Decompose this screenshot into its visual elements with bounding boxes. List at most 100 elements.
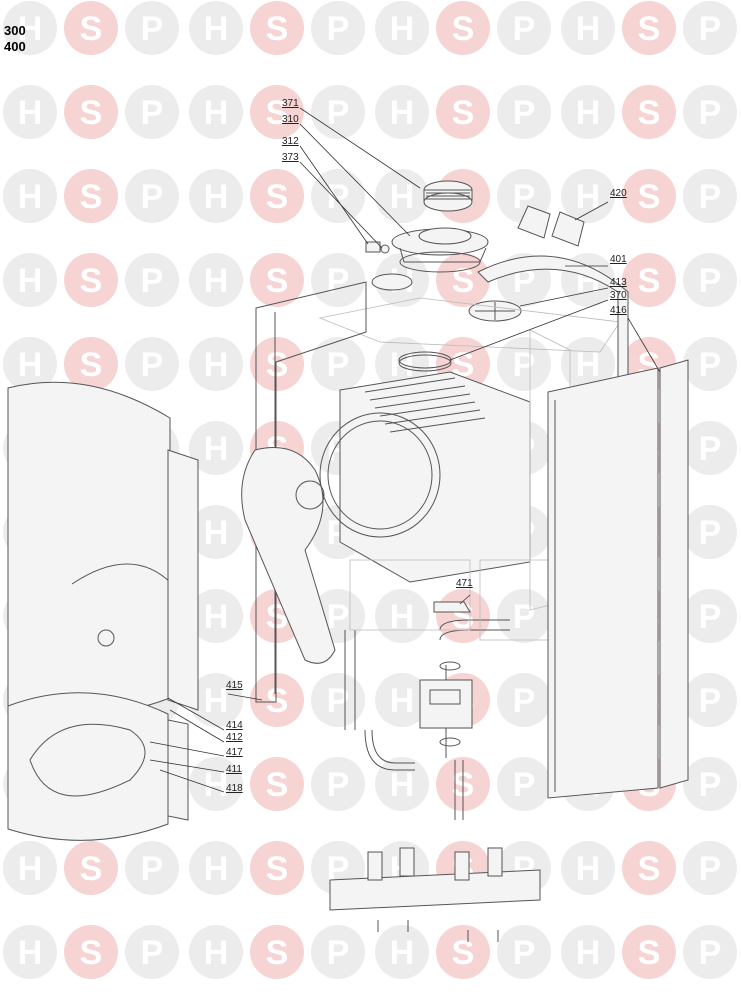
callout-417: 417 <box>226 747 243 758</box>
heat-exchanger <box>319 329 571 611</box>
watermark-letter: S <box>638 850 661 888</box>
watermark-letter: S <box>266 94 289 132</box>
watermark-circle <box>622 253 676 307</box>
watermark-letter: S <box>80 94 103 132</box>
fan-housing <box>241 447 336 664</box>
watermark-circle <box>561 85 615 139</box>
watermark-letter: S <box>638 262 661 300</box>
manifold-plate <box>329 847 541 942</box>
watermark-letter: H <box>18 94 43 132</box>
watermark-letter: S <box>80 346 103 384</box>
watermark-letter: S <box>638 94 661 132</box>
lower-cover <box>7 692 189 841</box>
watermark-circle <box>189 1 243 55</box>
callout-373: 373 <box>282 152 299 163</box>
watermark-letter: P <box>699 10 722 48</box>
leader-lines <box>149 107 661 793</box>
watermark-letter: P <box>327 598 350 636</box>
watermark-circle <box>250 841 304 895</box>
watermark-letter: P <box>513 934 536 972</box>
watermark-letter: P <box>513 10 536 48</box>
watermark-letter: S <box>80 934 103 972</box>
watermark-circle <box>683 925 737 979</box>
watermark-letter: S <box>638 10 661 48</box>
watermark-circle <box>683 421 737 475</box>
watermark-letter: H <box>18 346 43 384</box>
watermark-circle <box>125 337 179 391</box>
watermark-circle <box>436 85 490 139</box>
watermark-circle <box>622 169 676 223</box>
watermark-letter: S <box>80 850 103 888</box>
watermark-letter: S <box>266 850 289 888</box>
watermark-circle <box>250 673 304 727</box>
watermark-circle <box>311 169 365 223</box>
watermark-circle <box>622 841 676 895</box>
callout-413: 413 <box>610 277 627 288</box>
watermark-letter: H <box>576 850 601 888</box>
watermark-letter: P <box>141 346 164 384</box>
watermark-letter: P <box>699 766 722 804</box>
watermark-circle <box>311 925 365 979</box>
watermark-letter: H <box>390 10 415 48</box>
watermark-letter: S <box>452 262 475 300</box>
connector-471 <box>433 601 471 613</box>
watermark-circle <box>375 85 429 139</box>
watermark-circle <box>436 1 490 55</box>
callout-371: 371 <box>282 98 299 109</box>
callout-310: 310 <box>282 114 299 125</box>
callout-471: 471 <box>456 578 473 589</box>
bracket-420 <box>517 205 585 247</box>
watermark-letter: P <box>699 598 722 636</box>
watermark-letter: P <box>513 766 536 804</box>
watermark-circle <box>497 85 551 139</box>
watermark-circle <box>497 757 551 811</box>
watermark-circle <box>683 337 737 391</box>
watermark-circle <box>189 169 243 223</box>
watermark-letter: P <box>141 10 164 48</box>
watermark-letter: H <box>204 934 229 972</box>
watermark-letter: H <box>576 10 601 48</box>
watermark-circle <box>64 925 118 979</box>
watermark-circle <box>622 1 676 55</box>
pipework <box>344 559 551 820</box>
watermark-letter: P <box>327 94 350 132</box>
watermark-circle <box>311 85 365 139</box>
callout-312: 312 <box>282 136 299 147</box>
watermark-circle <box>497 337 551 391</box>
watermark-letter: H <box>204 850 229 888</box>
watermark-circle <box>375 757 429 811</box>
watermark-letter: P <box>327 934 350 972</box>
watermark-letter: H <box>18 934 43 972</box>
watermark-letter: P <box>699 346 722 384</box>
callout-416: 416 <box>610 305 627 316</box>
watermark-letter: H <box>18 262 43 300</box>
gasket-413 <box>371 273 522 322</box>
watermark-circle <box>311 1 365 55</box>
front-panel <box>7 381 199 717</box>
watermark-letter: H <box>576 934 601 972</box>
watermark-letter: S <box>80 262 103 300</box>
watermark-circle <box>561 841 615 895</box>
watermark-circle <box>125 169 179 223</box>
watermark-circle <box>683 1 737 55</box>
watermark-letter: H <box>204 346 229 384</box>
watermark-circle <box>250 169 304 223</box>
watermark-circle <box>375 1 429 55</box>
watermark-letter: S <box>266 766 289 804</box>
watermark-letter: S <box>266 10 289 48</box>
watermark-letter: S <box>452 94 475 132</box>
watermark-letter: S <box>266 934 289 972</box>
watermark-circle <box>125 925 179 979</box>
watermark-letter: P <box>327 10 350 48</box>
watermark-circle <box>125 1 179 55</box>
watermark-letter: P <box>699 934 722 972</box>
watermark-circle <box>622 925 676 979</box>
watermark-circle <box>561 925 615 979</box>
watermark-letter: H <box>576 178 601 216</box>
watermark-letter: H <box>390 682 415 720</box>
watermark-letter: H <box>204 94 229 132</box>
watermark-circle <box>497 925 551 979</box>
callout-418: 418 <box>226 783 243 794</box>
watermark-circle <box>250 85 304 139</box>
